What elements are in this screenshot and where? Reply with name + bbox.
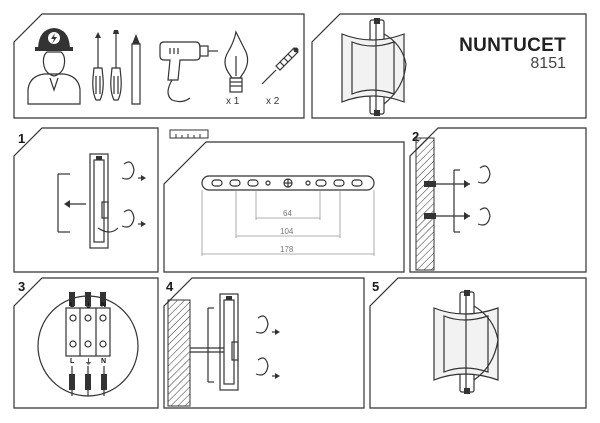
step-4-wall-diagram (167, 293, 280, 407)
terminal-label-bottom-earth: ⏚ (85, 359, 92, 366)
bulb-quantity: x 1 (226, 96, 240, 107)
step-1-frame (13, 127, 159, 273)
terminal-label-top-earth: ⏚ (85, 303, 92, 310)
electrician-icon (27, 28, 81, 105)
step-1-bracket-diagram (57, 153, 146, 249)
step-4-number: 4 (166, 279, 174, 294)
step-4-panel: 4 (163, 277, 365, 409)
candle-bulb-icon (224, 30, 249, 93)
wall-lamp-illustration (341, 18, 407, 116)
terminal-label-bottom-l: L (70, 358, 75, 365)
step-1-number: 1 (18, 131, 26, 146)
terminal-label-top-n: N (101, 302, 107, 309)
drill-icon (159, 41, 218, 103)
step-2-panel: 2 (409, 127, 587, 273)
bracket-dimensions-panel: 64 104 178 (163, 128, 405, 273)
step-5-number: 5 (372, 279, 380, 294)
tools-panel: x 1 x 2 (13, 13, 305, 119)
product-panel: NUNTUCET 8151 (311, 13, 587, 119)
step-3-number: 3 (18, 279, 26, 294)
product-code: 8151 (530, 54, 566, 72)
screwdrivers-icon (92, 30, 141, 105)
dimension-104: 104 (280, 227, 294, 236)
step-2-number: 2 (412, 129, 420, 144)
terminal-label-top-l: L (70, 302, 75, 309)
mounting-plate-drawing (201, 175, 375, 256)
dimension-64: 64 (283, 209, 292, 218)
product-panel-frame (311, 13, 587, 119)
step-2-wall-diagram (415, 137, 491, 271)
anchor-quantity: x 2 (266, 96, 280, 107)
terminal-label-bottom-n: N (101, 358, 107, 365)
product-name: NUNTUCET (459, 35, 566, 56)
bracket-dimensions-frame (163, 141, 405, 273)
step-3-frame (13, 277, 159, 409)
tools-panel-frame (13, 13, 305, 119)
wall-plug-screw-icon (261, 47, 299, 85)
step-2-frame (409, 127, 587, 273)
step-1-panel: 1 (13, 127, 159, 273)
assembled-lamp-illustration (433, 290, 499, 394)
step-5-panel: 5 (369, 277, 587, 409)
product-branding: NUNTUCET 8151 (459, 36, 566, 73)
ruler-icon (169, 129, 209, 139)
terminal-block-diagram (37, 292, 139, 397)
step-5-frame (369, 277, 587, 409)
dimension-178: 178 (280, 245, 294, 254)
step-3-panel: 3 L ⏚ N L ⏚ N (13, 277, 159, 409)
